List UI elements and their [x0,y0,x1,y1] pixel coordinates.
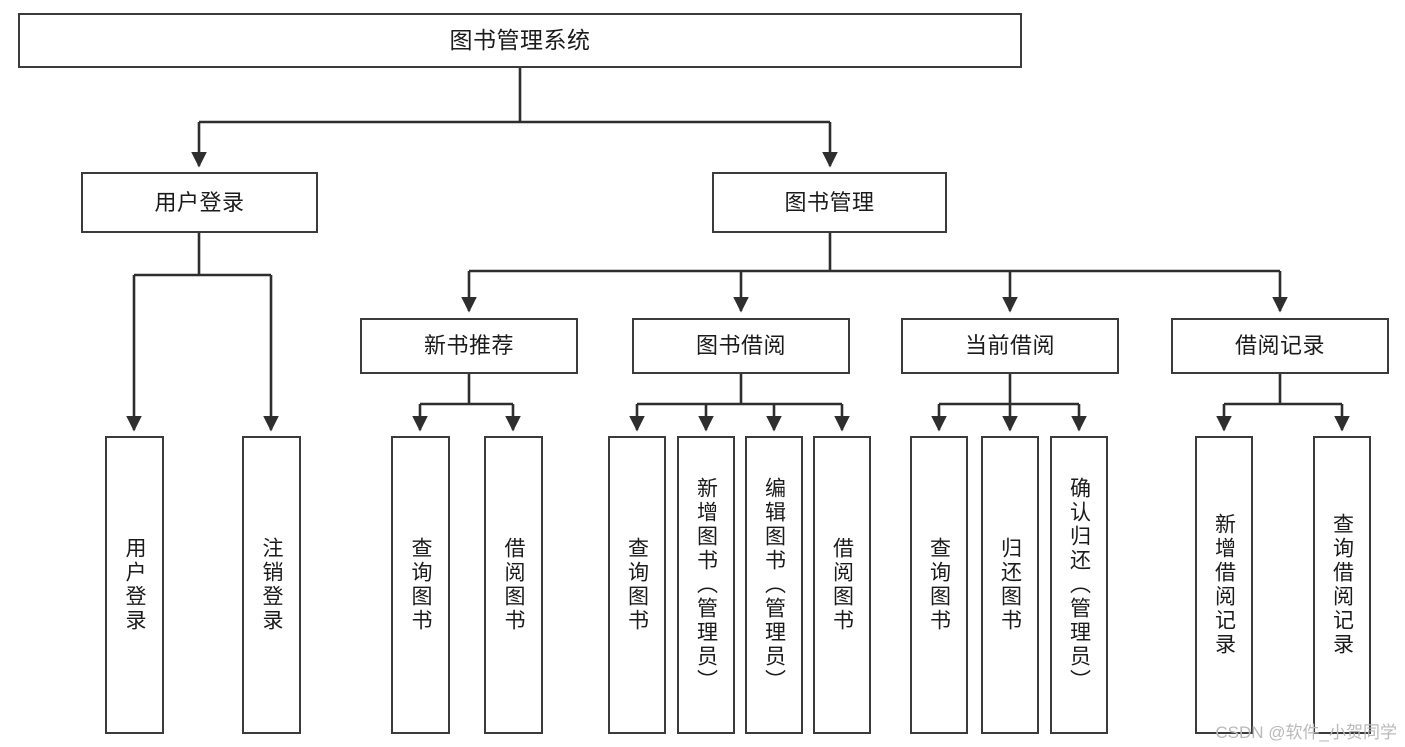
node-label: 新书推荐 [423,333,514,359]
node-leaf-user-login[interactable]: 用户登录 [105,436,164,734]
node-leaf-query-borrow-record[interactable]: 查询借阅记录 [1313,436,1371,734]
node-leaf-borrow-book-2[interactable]: 借阅图书 [813,436,871,734]
node-label: 借阅记录 [1234,333,1325,359]
node-label: 查询图书 [927,537,951,633]
node-new-book-recommend[interactable]: 新书推荐 [360,318,578,374]
node-label: 图书管理系统 [449,26,591,53]
node-label: 用户登录 [123,537,146,633]
node-label: 注销登录 [260,537,283,633]
node-label: 借阅图书 [830,537,854,633]
node-label: 借阅图书 [502,537,525,633]
csdn-watermark: CSDN @软件_小贺同学 [1215,723,1397,742]
node-root-system[interactable]: 图书管理系统 [18,13,1022,68]
node-label: 新增图书（管理员） [694,477,718,693]
node-borrow-record[interactable]: 借阅记录 [1171,318,1389,374]
node-label: 图书借阅 [695,333,786,359]
node-leaf-borrow-book-1[interactable]: 借阅图书 [484,436,543,734]
node-book-borrow[interactable]: 图书借阅 [632,318,850,374]
node-leaf-query-book-3[interactable]: 查询图书 [910,436,968,734]
node-label: 归还图书 [998,537,1022,633]
node-label: 查询借阅记录 [1330,513,1354,657]
node-current-borrow[interactable]: 当前借阅 [901,318,1119,374]
node-label: 确认归还（管理员） [1067,477,1091,693]
node-label: 新增借阅记录 [1212,513,1236,657]
node-leaf-edit-book-admin[interactable]: 编辑图书（管理员） [745,436,803,734]
node-label: 编辑图书（管理员） [762,477,786,693]
node-label: 图书管理 [784,189,875,215]
node-leaf-return-book[interactable]: 归还图书 [981,436,1039,734]
node-leaf-query-book-1[interactable]: 查询图书 [391,436,450,734]
node-label: 查询图书 [409,537,432,633]
node-label: 用户登录 [154,189,245,215]
node-leaf-add-book-admin[interactable]: 新增图书（管理员） [677,436,735,734]
node-user-login[interactable]: 用户登录 [81,172,318,233]
node-leaf-add-borrow-record[interactable]: 新增借阅记录 [1195,436,1253,734]
node-leaf-confirm-return-admin[interactable]: 确认归还（管理员） [1050,436,1108,734]
node-label: 查询图书 [625,537,649,633]
node-label: 当前借阅 [964,333,1055,359]
node-book-manage[interactable]: 图书管理 [712,172,947,233]
node-leaf-query-book-2[interactable]: 查询图书 [608,436,666,734]
node-leaf-logout-login[interactable]: 注销登录 [242,436,301,734]
